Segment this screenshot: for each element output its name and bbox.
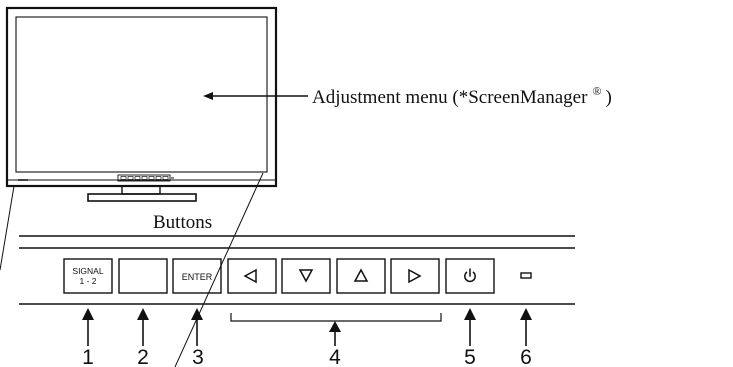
leader-line-left xyxy=(0,185,15,271)
arrow-buttons-bracket xyxy=(230,313,442,322)
annotation-label: Adjustment menu (*ScreenManager®) xyxy=(312,84,612,108)
annotation-arrow xyxy=(203,92,308,100)
signal-button[interactable] xyxy=(63,258,113,294)
annotation-close: ) xyxy=(606,87,612,108)
monitor-mini-buttons xyxy=(120,176,169,180)
power-button[interactable] xyxy=(445,258,495,294)
monitor-stand-base xyxy=(87,193,197,202)
down-button[interactable] xyxy=(281,258,331,294)
callout-arrows xyxy=(82,308,532,346)
power-indicator xyxy=(520,272,532,279)
enter-button-label: ENTER xyxy=(182,272,213,282)
enter-button[interactable] xyxy=(172,258,222,294)
signal-button-label-top: SIGNAL xyxy=(72,266,103,276)
triangle-right-icon xyxy=(408,268,422,284)
up-button[interactable] xyxy=(336,258,386,294)
blank-button[interactable] xyxy=(118,258,168,294)
section-title: Buttons xyxy=(153,212,212,233)
triangle-up-icon xyxy=(353,268,369,282)
monitor-screen xyxy=(15,16,268,173)
callout-4: 4 xyxy=(329,346,341,367)
registered-mark: ® xyxy=(592,84,601,98)
callout-1: 1 xyxy=(82,346,94,367)
monitor-control-strip xyxy=(117,174,171,182)
triangle-down-icon xyxy=(298,269,314,283)
panel-rules xyxy=(19,235,575,305)
callout-5: 5 xyxy=(464,346,476,367)
monitor-bezel xyxy=(5,6,278,188)
triangle-left-icon xyxy=(243,268,257,284)
callout-2: 2 xyxy=(137,346,149,367)
callout-3: 3 xyxy=(192,346,204,367)
button-panel xyxy=(63,258,495,294)
monitor-stand-neck xyxy=(121,185,161,195)
signal-button-label-bottom: 1 - 2 xyxy=(79,276,96,286)
power-icon xyxy=(464,268,476,283)
monitor-illustration xyxy=(5,6,278,202)
callout-6: 6 xyxy=(520,346,532,367)
left-button[interactable] xyxy=(227,258,277,294)
leader-line-right xyxy=(174,172,264,367)
right-button[interactable] xyxy=(390,258,440,294)
